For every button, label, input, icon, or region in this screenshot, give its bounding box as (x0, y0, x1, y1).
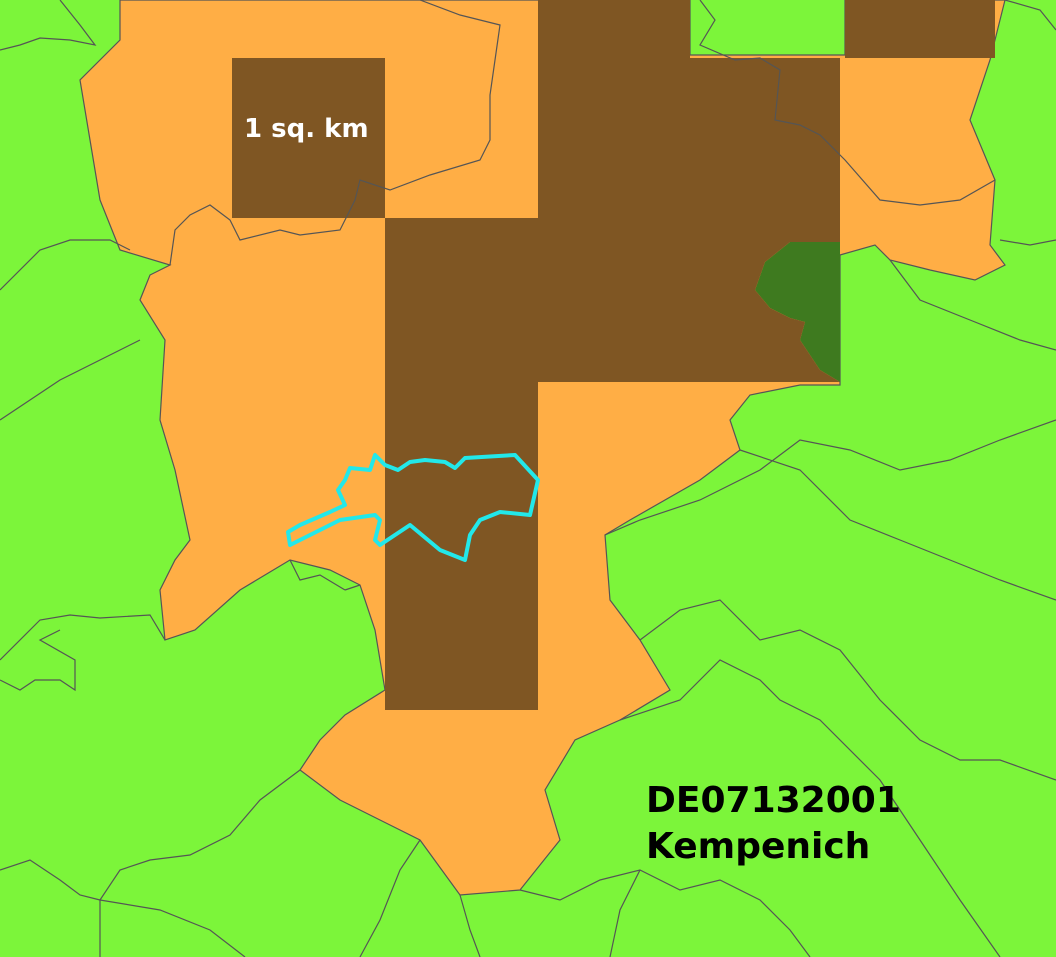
boundary-line (604, 419, 1056, 536)
boundary-line (0, 339, 141, 421)
boundary-line (639, 599, 1056, 781)
boundary-line (519, 869, 811, 957)
boundary-line (0, 239, 131, 291)
boundary-line (0, 859, 101, 901)
boundary-line (619, 659, 1001, 957)
boundary-line (169, 0, 501, 266)
boundary-line (289, 559, 346, 591)
grid-cells (232, 0, 995, 710)
grid-cell (845, 0, 995, 58)
urban-area-outline (286, 453, 540, 562)
boundary-line (99, 899, 246, 957)
boundary-line (1004, 0, 1056, 31)
region-code-label: DE07132001 (646, 780, 901, 821)
boundary-line (344, 584, 361, 591)
boundary-line (0, 629, 76, 692)
grid-cell-over-land (755, 242, 840, 382)
boundary-line (739, 449, 1056, 601)
scale-label: 1 sq. km (244, 114, 369, 144)
region-name-label: Kempenich (646, 826, 871, 867)
boundary-line (999, 239, 1056, 246)
boundary-line (609, 869, 641, 957)
boundary-line (0, 0, 97, 51)
grid-cell (232, 58, 385, 218)
boundary-line (459, 894, 481, 957)
grid-cell (385, 0, 840, 710)
boundary-line (99, 769, 301, 901)
boundary-line (0, 614, 166, 661)
boundary-line (699, 0, 996, 206)
boundary-line (359, 839, 421, 957)
boundary-line (889, 259, 1056, 351)
